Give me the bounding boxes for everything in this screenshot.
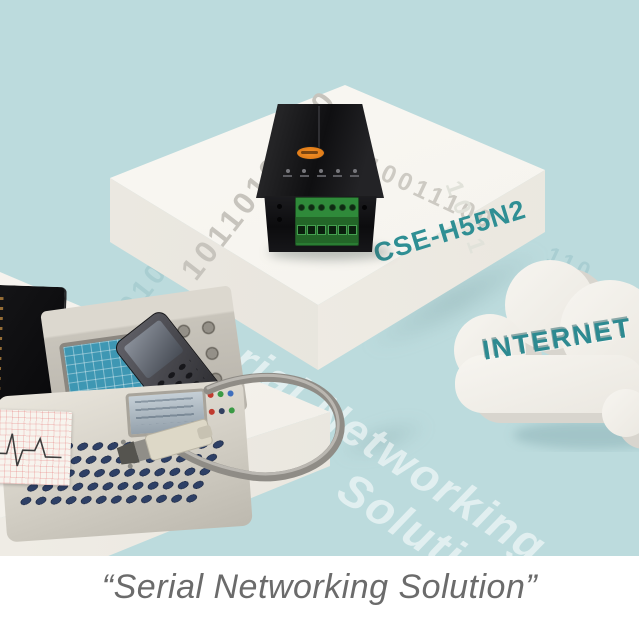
- serial-cable: [116, 372, 345, 482]
- led-indicator: [333, 169, 343, 177]
- ecg-paper-strip: [0, 409, 73, 486]
- device-hole: [277, 217, 282, 222]
- led-indicator: [316, 169, 326, 177]
- device-led-row: [283, 169, 359, 177]
- internet-cloud: [454, 260, 639, 449]
- device-seam: [318, 106, 320, 152]
- caption-bar: “Serial Networking Solution”: [0, 556, 639, 639]
- led-indicator: [299, 169, 309, 177]
- cloud-front-face: [454, 260, 639, 437]
- device-hole: [362, 205, 367, 210]
- vendor-logo-badge: [296, 146, 325, 160]
- terminal-block-connector: [295, 197, 359, 246]
- caption-text: “Serial Networking Solution”: [101, 568, 538, 606]
- led-indicator: [283, 169, 292, 177]
- device-hole: [277, 204, 282, 209]
- led-indicator: [350, 169, 359, 177]
- medical-ecg-device: [0, 379, 253, 543]
- terminal-slot-row: [296, 217, 358, 243]
- ecg-waveform: [0, 433, 62, 467]
- terminal-screw-row: [296, 198, 358, 217]
- db9-connector: [116, 418, 213, 469]
